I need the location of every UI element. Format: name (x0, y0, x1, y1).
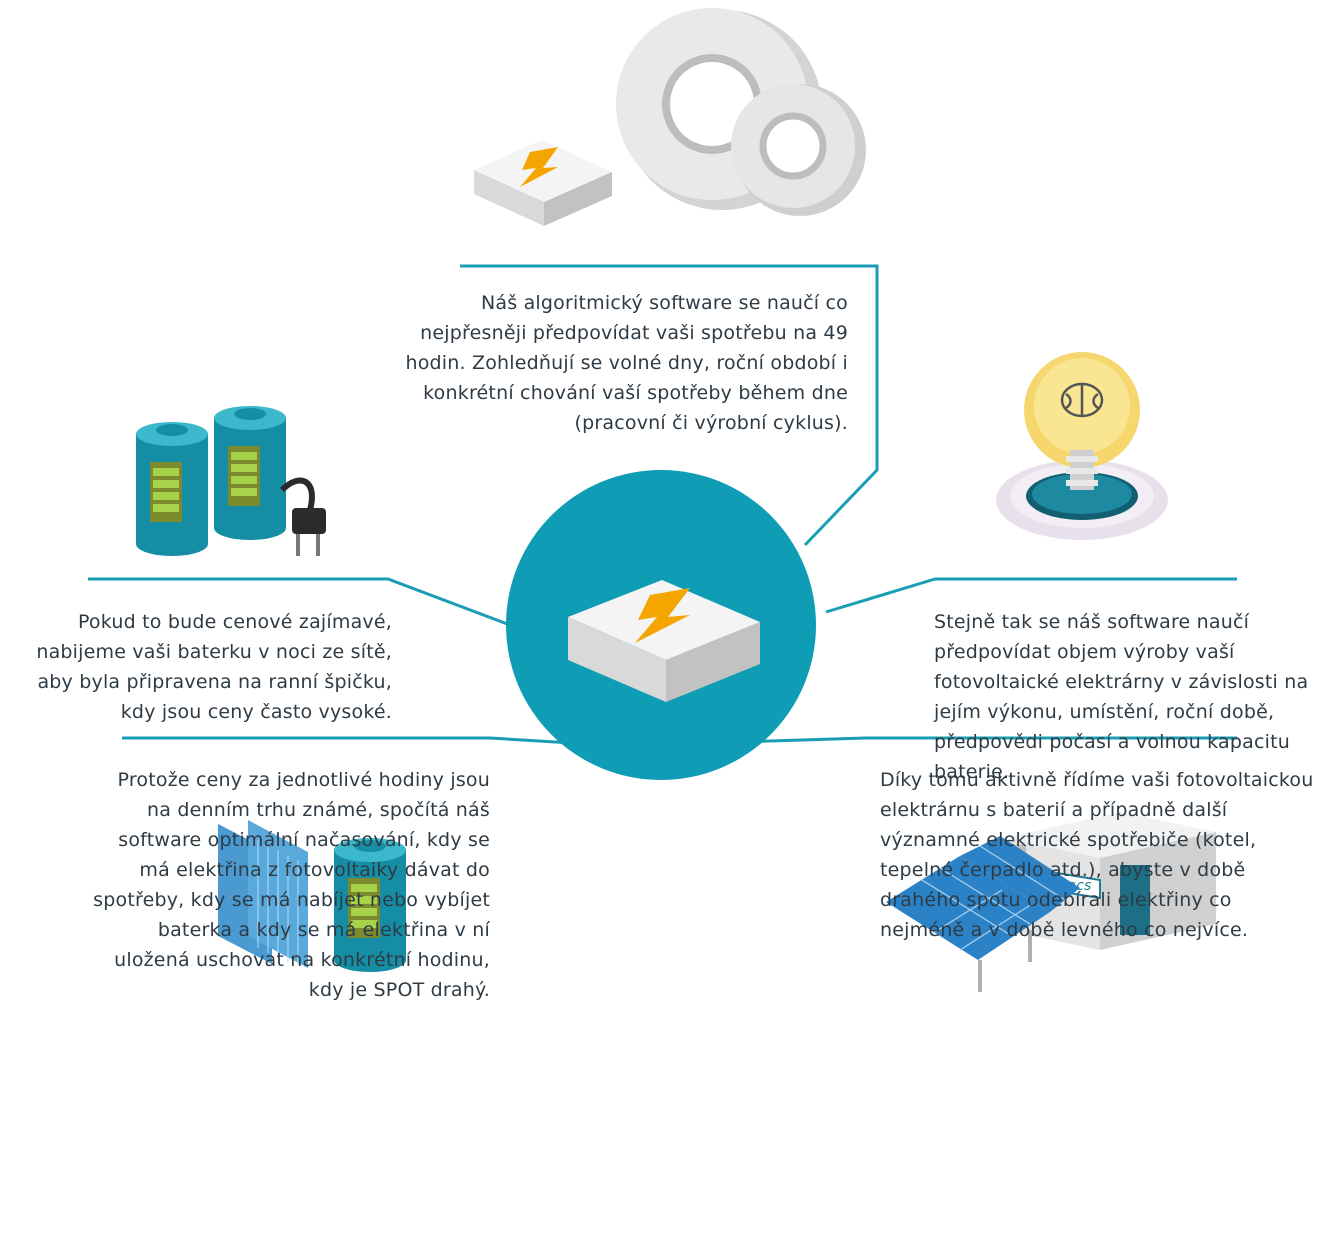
connector-left (88, 577, 511, 627)
text-forecast-consumption: Náš algoritmický software se naučí co ne… (405, 292, 848, 434)
lightbulb-brain-icon (996, 352, 1168, 540)
connector-right (825, 577, 1237, 614)
gears-icon (616, 8, 866, 216)
solar-panels-battery-icon (218, 820, 406, 972)
connector-top (460, 264, 879, 547)
container-solar-icon: resacs (886, 812, 1216, 992)
text-forecast-production: Stejně tak se náš software naučí předpov… (934, 611, 1309, 783)
central-device-icon (568, 580, 760, 702)
text-night-charging: Pokud to bude cenové zajímavé, nabijeme … (36, 611, 392, 723)
connector-bottom-right (739, 736, 1237, 744)
top-bolt-icon (520, 147, 558, 187)
top-device-icon (474, 140, 612, 226)
text-optimal-timing: Protože ceny za jednotlivé hodiny jsou n… (93, 769, 490, 1001)
text-active-control: Díky tomu aktivně řídíme vaši fotovoltai… (880, 769, 1314, 941)
brain-icon (1060, 382, 1104, 418)
connector-bottom-left-2 (122, 736, 606, 747)
batteries-plug-icon (136, 406, 326, 556)
central-bolt-icon (635, 588, 690, 643)
